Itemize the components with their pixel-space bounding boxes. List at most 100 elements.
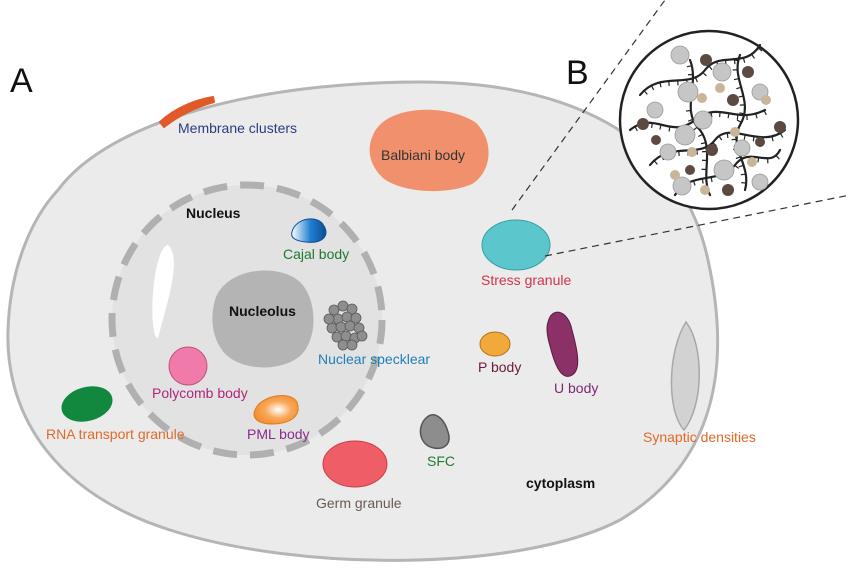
protein-sphere [733, 139, 751, 157]
pml-body-shape [253, 394, 299, 425]
strand-hair [643, 90, 648, 95]
strand-hair [751, 53, 755, 59]
speckle-dot [340, 330, 352, 342]
tan-molecule [715, 83, 725, 93]
strand-hair [653, 160, 658, 165]
strand-hair [712, 142, 717, 147]
strand-hair [685, 109, 691, 112]
dark-molecule [774, 121, 786, 133]
strand-hair [736, 114, 739, 120]
strand-hair [735, 156, 741, 160]
strand-hair [740, 173, 746, 176]
pml-body-label: PML body [247, 426, 310, 442]
nuclear-speckle-cluster [323, 300, 368, 351]
balbiani-body-shape [369, 109, 489, 192]
strand-hair [708, 65, 713, 71]
strand-hair [736, 119, 742, 123]
strand-hair [634, 126, 638, 132]
nucleolus-label: Nucleolus [229, 303, 296, 319]
strand-hair [697, 133, 703, 138]
rna-strand [638, 43, 762, 97]
dark-molecule [637, 118, 649, 130]
tan-molecule [761, 95, 771, 105]
strand-hair [727, 113, 730, 119]
protein-sphere [713, 159, 735, 181]
strand-hair [659, 124, 662, 130]
stress-granule-label: Stress granule [481, 272, 571, 288]
strand-hair [694, 77, 698, 83]
speckle-dot [328, 304, 340, 316]
dark-molecule [700, 54, 712, 66]
strand-hair [739, 112, 745, 115]
rna-strand [688, 58, 712, 197]
strand-hair [693, 126, 698, 131]
synaptic-densities-label: Synaptic densities [643, 429, 756, 445]
u-body-shape [546, 311, 579, 377]
p-body-shape [479, 331, 511, 357]
protein-sphere [674, 124, 696, 146]
strand-hair [738, 95, 744, 98]
polycomb-body-shape [168, 346, 208, 386]
tan-molecule [670, 170, 680, 180]
speckle-dot [341, 311, 353, 323]
strand-hair [692, 180, 696, 186]
strand-hair [710, 176, 713, 183]
cajal-body-label: Cajal body [283, 246, 349, 262]
protein-sphere [670, 45, 690, 65]
u-body-label: U body [554, 380, 598, 396]
nucleolus-shape [212, 270, 314, 368]
strand-hair [757, 47, 763, 52]
speckle-dot [346, 339, 358, 351]
protein-sphere [712, 62, 732, 82]
cytoplasm-label: cytoplasm [526, 475, 595, 491]
strand-hair [696, 149, 699, 155]
strand-hair [742, 57, 746, 63]
tan-molecule [700, 185, 710, 195]
strand-hair [701, 178, 704, 184]
strand-hair [668, 126, 671, 132]
speckle-dot [344, 320, 356, 332]
protein-sphere [751, 173, 769, 191]
tan-molecule [697, 93, 707, 103]
panel-label-a: A [10, 62, 33, 100]
speckle-dot [337, 300, 349, 312]
strand-hair [659, 82, 662, 88]
dark-molecule [706, 144, 718, 156]
nuclear-speckle-label: Nuclear specklear [318, 351, 430, 367]
strand-hair [733, 78, 739, 81]
tan-molecule [747, 157, 757, 167]
strand-hair [702, 72, 707, 77]
dark-molecule [742, 66, 754, 78]
strand-hair [710, 112, 713, 118]
inset-condensate [628, 43, 787, 197]
panel-label-b: B [566, 54, 589, 92]
nucleus-highlight [152, 245, 174, 339]
polycomb-body-label: Polycomb body [152, 385, 248, 401]
rna-transport-granule-label: RNA transport granule [46, 426, 185, 442]
protein-sphere [677, 81, 699, 103]
speckle-dot [323, 313, 335, 325]
strand-hair [686, 65, 692, 68]
synaptic-densities-shape [670, 320, 700, 432]
strand-hair [688, 118, 694, 122]
rna-transport-granule-shape [61, 386, 113, 422]
germ-granule-label: Germ granule [316, 495, 402, 511]
strand-hair [763, 110, 767, 116]
dark-molecule [755, 137, 765, 147]
germ-granule-shape [322, 440, 388, 488]
tan-molecule [730, 127, 740, 137]
zoom-line-top [511, 0, 666, 211]
sfc-shape [419, 414, 450, 450]
strand-hair [734, 164, 740, 169]
zoom-line-bottom [544, 194, 850, 257]
dark-molecule [727, 94, 739, 106]
strand-hair [743, 134, 746, 140]
stress-granule-shape [481, 219, 551, 271]
dark-molecule [722, 184, 734, 196]
speckle-dot [326, 322, 338, 334]
strand-hair [651, 122, 653, 128]
protein-sphere [659, 143, 677, 161]
strand-hair [752, 136, 755, 142]
strand-hair [733, 59, 739, 62]
